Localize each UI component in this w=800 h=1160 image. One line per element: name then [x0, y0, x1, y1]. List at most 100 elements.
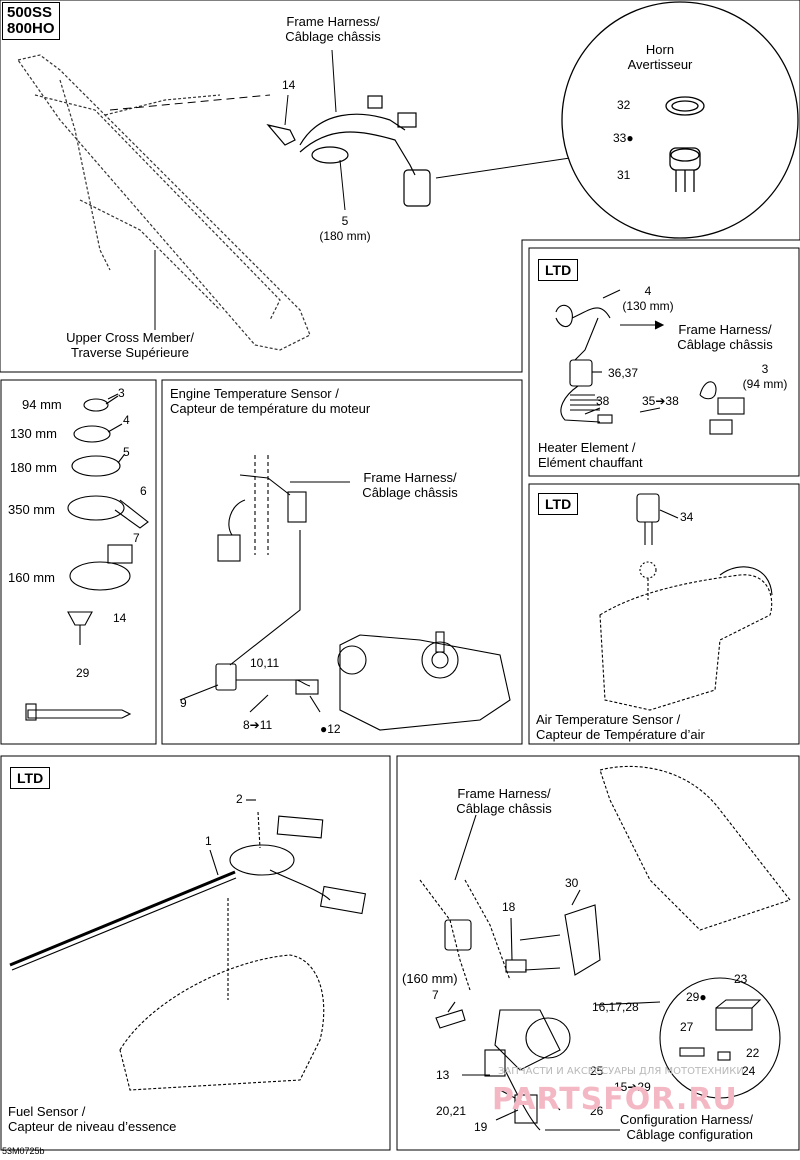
horn-fr: Avertisseur: [627, 57, 693, 72]
horn-callout-circle: [561, 1, 799, 239]
part-1: 1: [205, 834, 212, 848]
part-7-config: 7: [432, 988, 439, 1002]
part-26: 26: [590, 1104, 604, 1118]
ucm-en: Upper Cross Member/: [66, 330, 194, 345]
heater-fr: Elément chauffant: [538, 455, 643, 470]
fuel-sensor-drawing: [9, 799, 367, 1091]
part-38: 38: [596, 394, 610, 408]
frame-harness-fr: Câblage châssis: [285, 29, 381, 44]
frame-harness-label-top: Frame Harness/ Câblage châssis: [285, 14, 380, 44]
part-4-label: 4 (130 mm): [622, 284, 673, 314]
legend-350mm: 350 mm: [8, 502, 55, 517]
watermark-line1: ЗАПЧАСТИ И АКСЕССУАРЫ ДЛЯ МОТОТЕХНИКИ: [498, 1066, 744, 1077]
part-10-11: 10,11: [250, 656, 280, 670]
ltd-tag-fuel: LTD: [10, 767, 51, 789]
air-temp-fr: Capteur de Température d’air: [536, 727, 705, 742]
engine-temp-title: Engine Temperature Sensor / Capteur de t…: [170, 386, 370, 416]
heater-caption: Heater Element / Elément chauffant: [538, 440, 643, 470]
part-160mm: (160 mm): [402, 971, 458, 986]
fh-engine-fr: Câblage châssis: [362, 485, 458, 500]
legend-7: 7: [133, 531, 140, 545]
part-27: 27: [680, 1020, 694, 1034]
part-31: 31: [617, 168, 631, 182]
part-3-length: (94 mm): [742, 377, 788, 391]
part-3-label: 3 (94 mm): [743, 362, 788, 392]
legend-tie-wraps: [25, 393, 149, 721]
drop-icon: ●: [320, 722, 328, 736]
part-13: 13: [436, 1068, 450, 1082]
part-3: 3: [761, 362, 769, 376]
fh-heater-fr: Câblage châssis: [677, 337, 773, 352]
part-20-21: 20,21: [436, 1104, 467, 1118]
air-temp-drawing: [599, 493, 773, 711]
frame-harness-label-heater: Frame Harness/ Câblage châssis: [677, 322, 772, 352]
part-5: 5: [341, 214, 349, 228]
part-16-17-28: 16,17,28: [592, 1000, 639, 1014]
horn-en: Horn: [645, 42, 675, 57]
part-35-38: 35➔38: [642, 394, 679, 408]
heater-element-drawing: [555, 289, 745, 435]
part-33-num: 33: [613, 131, 627, 145]
part-8-11: 8➔11: [243, 718, 273, 732]
fuel-caption: Fuel Sensor / Capteur de niveau d’essenc…: [8, 1104, 176, 1134]
part-4: 4: [644, 284, 652, 298]
model-badge: 500SS 800HO: [2, 2, 60, 40]
legend-160mm: 160 mm: [8, 570, 55, 585]
horn-label: Horn Avertisseur: [628, 42, 693, 72]
part-5-length: (180 mm): [319, 229, 371, 243]
legend-29: 29: [76, 666, 90, 680]
air-temp-en: Air Temperature Sensor /: [536, 712, 681, 727]
legend-180mm: 180 mm: [10, 460, 57, 475]
legend-14: 14: [113, 611, 127, 625]
config-en: Configuration Harness/: [620, 1112, 753, 1127]
part-34: 34: [680, 510, 694, 524]
model-800ho: 800HO: [7, 20, 55, 37]
config-caption: Configuration Harness/ Câblage configura…: [620, 1112, 753, 1142]
part-15-29: 15➔29: [614, 1080, 651, 1094]
fh-heater-en: Frame Harness/: [678, 322, 772, 337]
config-harness-drawing: [419, 765, 791, 1131]
frame-harness-drawing: [266, 95, 431, 207]
drop-icon: ●: [626, 131, 634, 145]
heater-en: Heater Element /: [538, 440, 636, 455]
legend-130mm: 130 mm: [10, 426, 57, 441]
drop-icon: ●: [699, 990, 707, 1004]
part-30: 30: [565, 876, 579, 890]
air-temp-caption: Air Temperature Sensor / Capteur de Temp…: [536, 712, 705, 742]
model-500ss: 500SS: [7, 4, 53, 21]
legend-5: 5: [123, 445, 130, 459]
part-33: 33●: [613, 131, 634, 145]
part-32: 32: [617, 98, 631, 112]
fh-config-fr: Câblage châssis: [456, 801, 552, 816]
horn-drawing: [665, 96, 705, 192]
legend-94mm: 94 mm: [22, 397, 62, 412]
part-23: 23: [734, 972, 748, 986]
fuel-en: Fuel Sensor /: [8, 1104, 86, 1119]
tie-5-label: 5 (180 mm): [319, 214, 370, 244]
part-36-37: 36,37: [608, 366, 639, 380]
part-25: 25: [590, 1064, 604, 1078]
engine-temp-drawing: [179, 455, 511, 731]
upper-cross-member-label: Upper Cross Member/ Traverse Supérieure: [66, 330, 194, 360]
fh-engine-en: Frame Harness/: [363, 470, 457, 485]
part-19: 19: [474, 1120, 488, 1134]
part-12-num: 12: [327, 722, 341, 736]
ltd-tag-heater: LTD: [538, 259, 579, 281]
part-2: 2: [236, 792, 243, 806]
watermark-line2: PARTSFOR.RU: [492, 1082, 738, 1117]
part-18: 18: [502, 900, 516, 914]
config-fr: Câblage configuration: [626, 1127, 753, 1142]
part-29-num: 29: [686, 990, 700, 1004]
legend-3: 3: [118, 386, 125, 400]
part-12: ●12: [320, 722, 341, 736]
legend-4: 4: [123, 413, 130, 427]
fh-config-en: Frame Harness/: [457, 786, 551, 801]
fuel-fr: Capteur de niveau d’essence: [8, 1119, 177, 1134]
frame-harness-label-engine: Frame Harness/ Câblage châssis: [362, 470, 457, 500]
engine-temp-fr: Capteur de température du moteur: [170, 401, 371, 416]
part-4-length: (130 mm): [622, 299, 674, 313]
upper-cross-member-drawing: [16, 54, 311, 351]
part-24: 24: [742, 1064, 756, 1078]
ltd-tag-air: LTD: [538, 493, 579, 515]
ucm-fr: Traverse Supérieure: [70, 345, 189, 360]
